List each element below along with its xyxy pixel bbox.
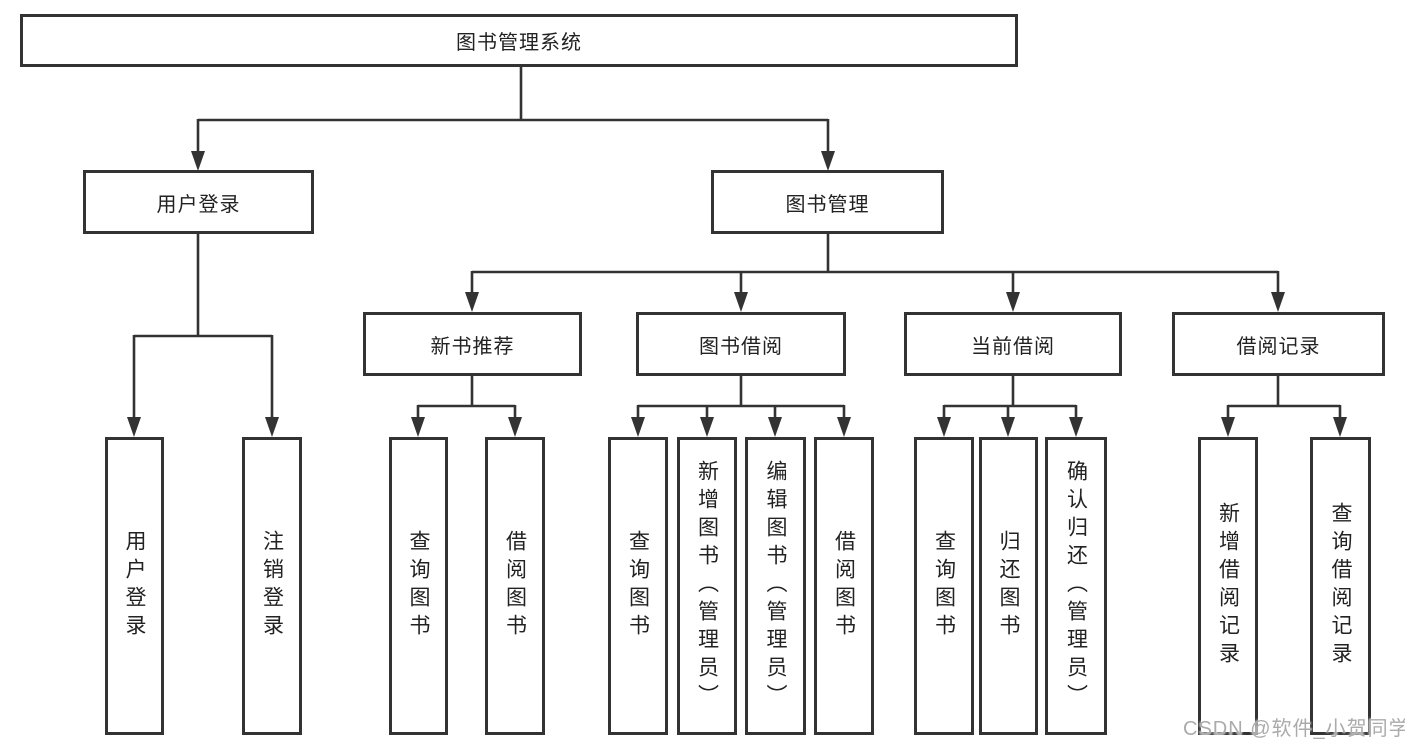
node-label: 查询借阅记录 [1329, 502, 1352, 670]
node-label: 归还图书 [997, 530, 1020, 642]
leaf-user-login: 用户登录 [105, 437, 164, 735]
node-label: 借阅图书 [503, 530, 527, 642]
node-label: 借阅记录 [1236, 335, 1321, 358]
node-new-book-recommendation: 新书推荐 [363, 312, 582, 376]
node-library-system: 图书管理系统 [20, 14, 1018, 67]
node-label: 用户登录 [123, 530, 146, 642]
node-label: 当前借阅 [971, 335, 1055, 358]
leaf-borrow-books-recommend: 借阅图书 [485, 437, 545, 735]
node-label: 查询图书 [407, 530, 430, 642]
node-label: 新增借阅记录 [1216, 502, 1240, 670]
watermark: CSDN @软件_小贺同学 [1183, 718, 1405, 740]
node-label: 图书管理 [785, 193, 870, 216]
leaf-add-borrow-record: 新增借阅记录 [1198, 437, 1258, 735]
leaf-edit-book-admin: 编辑图书（管理员） [745, 437, 806, 735]
node-label: 查询图书 [626, 530, 650, 642]
leaf-confirm-return-admin: 确认归还（管理员） [1045, 437, 1107, 735]
leaf-query-books-recommend: 查询图书 [389, 437, 448, 735]
node-label: 确认归还（管理员） [1064, 460, 1088, 712]
node-book-management-module: 图书管理 [711, 170, 944, 234]
node-label: 图书借阅 [699, 335, 783, 358]
node-current-borrowing: 当前借阅 [904, 312, 1122, 376]
node-label: 注销登录 [260, 530, 284, 642]
leaf-query-books-current: 查询图书 [914, 437, 974, 735]
leaf-logout: 注销登录 [242, 437, 302, 735]
leaf-borrow-books-borrowing: 借阅图书 [814, 437, 874, 735]
node-borrowing-records: 借阅记录 [1172, 312, 1385, 376]
node-label: 新书推荐 [430, 335, 515, 358]
leaf-return-book: 归还图书 [979, 437, 1038, 735]
node-label: 图书管理系统 [456, 32, 582, 54]
node-label: 编辑图书（管理员） [764, 460, 787, 712]
leaf-query-borrow-record: 查询借阅记录 [1310, 437, 1371, 735]
node-label: 新增图书（管理员） [695, 460, 719, 712]
node-label: 借阅图书 [832, 530, 856, 642]
node-label: 查询图书 [932, 530, 956, 642]
node-book-borrowing: 图书借阅 [636, 312, 846, 376]
leaf-query-books-borrowing: 查询图书 [608, 437, 668, 735]
leaf-add-book-admin: 新增图书（管理员） [677, 437, 737, 735]
node-label: 用户登录 [156, 193, 241, 216]
node-user-login-module: 用户登录 [83, 170, 314, 234]
